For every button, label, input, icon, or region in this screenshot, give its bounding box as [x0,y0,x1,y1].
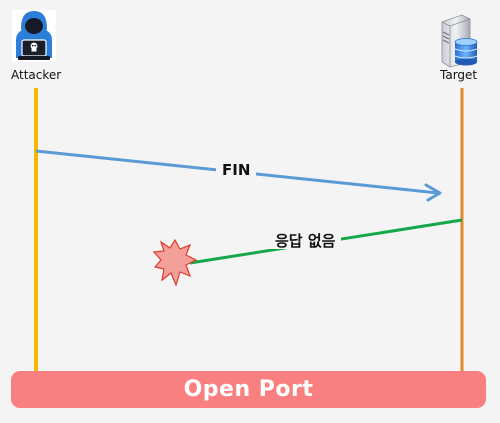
target-label: Target [440,68,478,82]
hacker-icon [12,10,56,62]
explosion-icon [152,238,198,287]
request-label: FIN [216,163,257,178]
attacker-label: Attacker [11,68,62,82]
response-label: 응답 없음 [269,234,342,249]
port-status-bar: Open Port [11,371,486,408]
port-status-text: Open Port [183,377,314,402]
server-icon [441,14,478,68]
